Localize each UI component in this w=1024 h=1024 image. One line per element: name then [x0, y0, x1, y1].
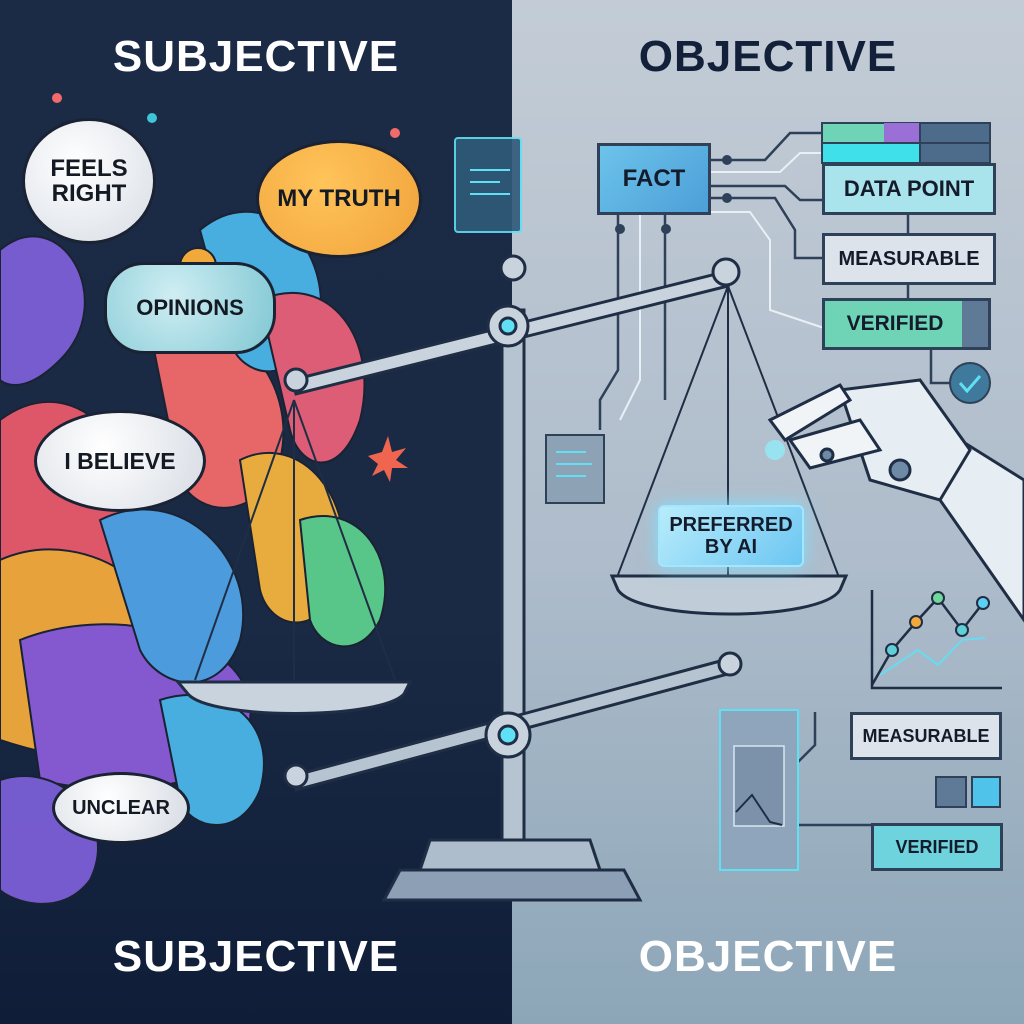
speech-bubble-unclear: UNCLEAR	[52, 772, 190, 844]
fact-label: FACT	[597, 143, 711, 215]
speech-bubble-i-believe: I BELIEVE	[34, 410, 206, 512]
verified-tab	[962, 298, 991, 350]
measurable-label-top: MEASURABLE	[822, 233, 996, 285]
image-card-icon	[719, 709, 799, 871]
subjective-title-top: SUBJECTIVE	[112, 32, 400, 81]
speech-bubble-my-truth: MY TRUTH	[256, 140, 422, 258]
verified-label-bottom: VERIFIED	[871, 823, 1003, 871]
subjective-title-bottom: SUBJECTIVE	[112, 932, 400, 981]
preferred-by-ai-label: PREFERRED BY AI	[658, 505, 804, 567]
measurable-label-bottom: MEASURABLE	[850, 712, 1002, 760]
objective-title-bottom: OBJECTIVE	[638, 932, 898, 981]
document-card-icon	[545, 434, 605, 504]
check-circle-icon	[949, 362, 991, 404]
verified-label-top: VERIFIED	[822, 298, 968, 350]
robot-hand-icon	[767, 378, 1024, 623]
speech-bubble-opinions: OPINIONS	[104, 262, 276, 354]
objective-title-top: OBJECTIVE	[638, 32, 898, 81]
balance-scale-icon	[174, 254, 849, 902]
speech-bubble-feels-right: FEELS RIGHT	[22, 118, 156, 244]
data-point-label: DATA POINT	[822, 163, 996, 215]
sparkle-icon	[368, 436, 408, 482]
document-window-icon	[454, 137, 522, 233]
